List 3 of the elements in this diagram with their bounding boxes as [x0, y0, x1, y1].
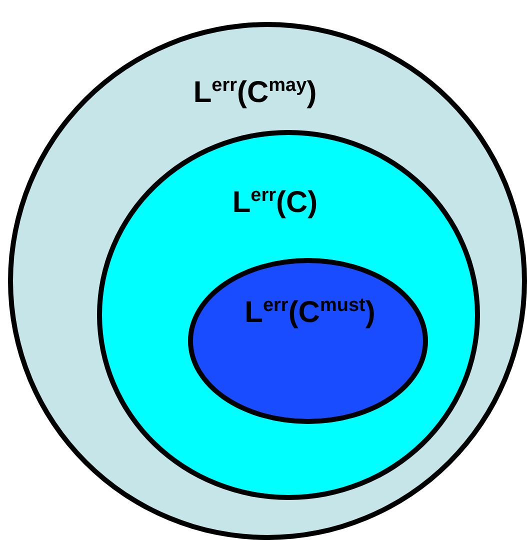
set-label: L$^{err}$(C): [232, 186, 318, 218]
set-label: L$^{err}$(C$^{must}$): [244, 296, 376, 328]
set-label: L$^{err}$(C$^{may}$): [193, 76, 317, 108]
